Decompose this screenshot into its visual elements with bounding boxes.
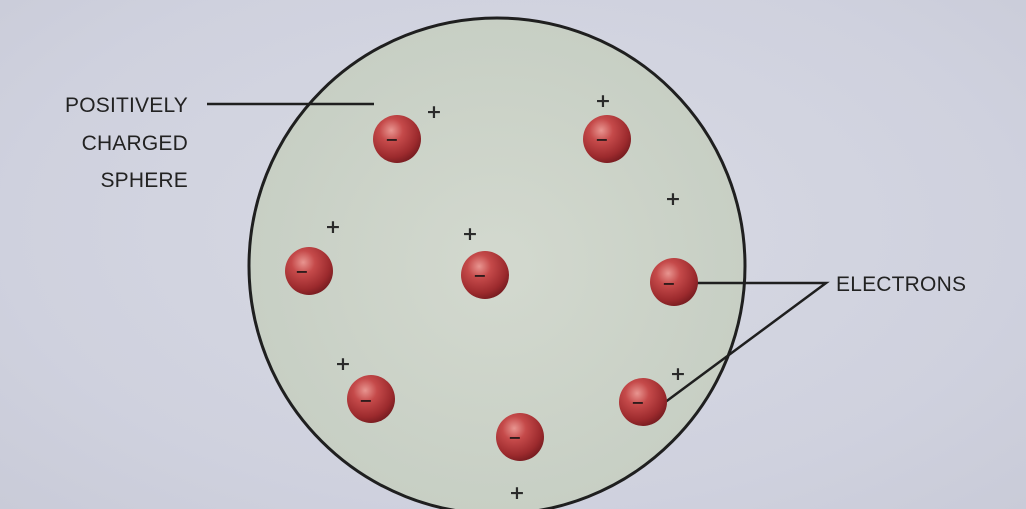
positive-charge: + — [462, 223, 478, 245]
negative-charge: − — [295, 262, 308, 281]
electron: − — [650, 258, 698, 306]
positive-charge: + — [426, 101, 442, 123]
electron: − — [619, 378, 667, 426]
electron: − — [347, 375, 395, 423]
sphere-label-line2: CHARGED — [82, 132, 188, 155]
negative-charge: − — [662, 274, 675, 293]
electron: − — [373, 115, 421, 163]
electron: − — [461, 251, 509, 299]
negative-charge: − — [473, 266, 486, 285]
negative-charge: − — [631, 393, 644, 412]
negative-charge: − — [359, 391, 372, 410]
sphere-label-line1: POSITIVELY — [65, 94, 188, 117]
positive-charge: + — [325, 216, 341, 238]
negative-charge: − — [508, 428, 521, 447]
negative-charge: − — [595, 130, 608, 149]
negative-charge: − — [385, 130, 398, 149]
electron: − — [496, 413, 544, 461]
positive-charge: + — [665, 188, 681, 210]
electron: − — [285, 247, 333, 295]
positive-charge: + — [670, 363, 686, 385]
sphere-label-line3: SPHERE — [100, 169, 188, 192]
electron: − — [583, 115, 631, 163]
electrons-label: ELECTRONS — [836, 273, 966, 296]
positive-charge: + — [335, 353, 351, 375]
positive-charge: + — [595, 90, 611, 112]
positive-charge: + — [509, 482, 525, 504]
